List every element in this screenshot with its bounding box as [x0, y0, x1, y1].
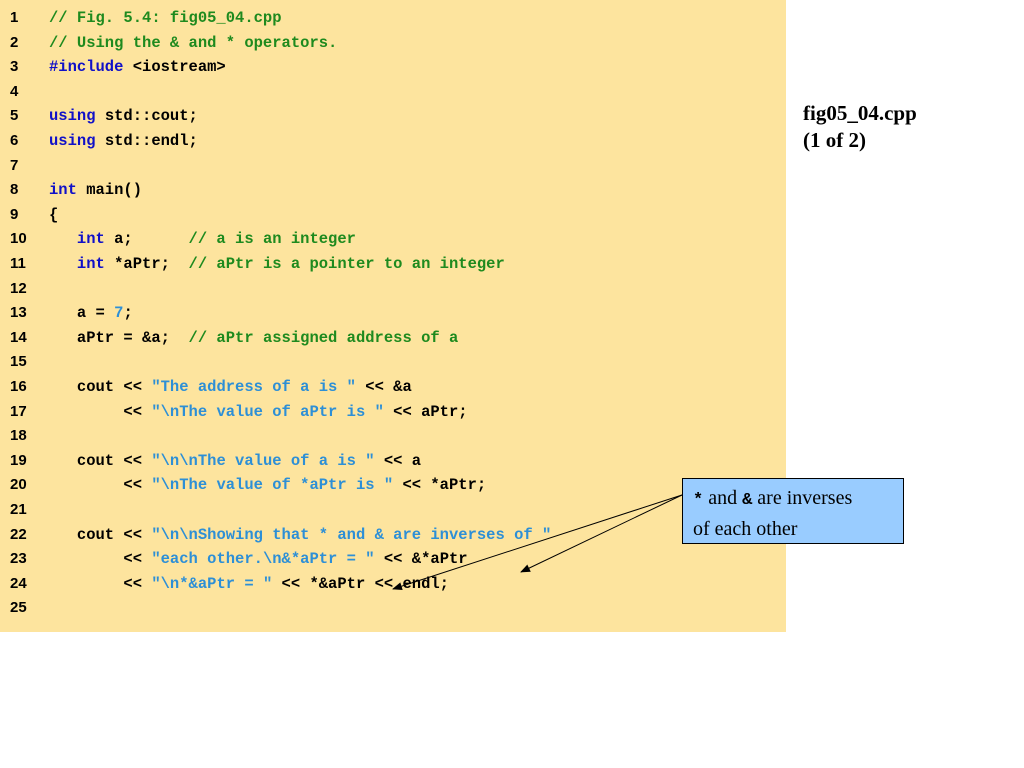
- line-number: 7: [10, 156, 19, 174]
- code-token: cout <<: [49, 451, 152, 470]
- line-number: 6: [10, 132, 19, 149]
- code-token: using: [49, 132, 96, 150]
- file-title: fig05_04.cpp (1 of 2): [803, 100, 917, 154]
- code-text: cout << "The address of a is " << &a: [49, 375, 412, 399]
- code-token: // aPtr assigned address of a: [188, 328, 459, 347]
- code-text: cout << "\n\nThe value of a is " << a: [49, 449, 421, 473]
- code-text: a = 7;: [49, 301, 133, 325]
- callout-operator-ampersand: &: [742, 491, 753, 510]
- code-token: std::endl;: [95, 132, 198, 150]
- code-token: "each other.\n&*aPtr = ": [151, 550, 375, 569]
- file-name: fig05_04.cpp: [803, 101, 917, 125]
- code-text: cout << "\n\nShowing that * and & are in…: [49, 523, 551, 547]
- code-text: int *aPtr; // aPtr is a pointer to an in…: [49, 252, 505, 276]
- code-text: << "\nThe value of *aPtr is " << *aPtr;: [49, 473, 486, 497]
- code-token: "\nThe value of *aPtr is ": [151, 476, 394, 495]
- code-text: {: [49, 203, 58, 227]
- line-number: 4: [10, 82, 19, 100]
- line-number: 11: [10, 255, 26, 272]
- code-text: aPtr = &a; // aPtr assigned address of a: [49, 326, 458, 350]
- code-text: using std::cout;: [49, 104, 198, 128]
- code-token: #include: [49, 58, 124, 77]
- code-token: <<: [49, 402, 152, 421]
- code-text: // Using the & and * operators.: [49, 31, 337, 55]
- code-token: int: [76, 230, 105, 249]
- code-token: "The address of a is ": [151, 378, 356, 396]
- line-number: 22: [10, 525, 27, 543]
- line-number: 21: [10, 501, 27, 518]
- page-indicator: (1 of 2): [803, 128, 866, 152]
- code-token: // Fig. 5.4: fig05_04.cpp: [49, 9, 282, 27]
- code-token: cout <<: [49, 378, 152, 396]
- code-token: aPtr = &a;: [49, 328, 189, 347]
- code-token: [49, 230, 77, 248]
- code-token: <<: [49, 574, 152, 593]
- line-number: 17: [10, 402, 27, 420]
- code-token: << &*aPtr: [374, 550, 468, 569]
- code-token: cout <<: [49, 525, 152, 544]
- line-number: 23: [10, 550, 27, 568]
- line-number: 18: [10, 427, 27, 445]
- line-number: 25: [10, 599, 27, 617]
- code-token: <<: [49, 476, 152, 495]
- code-token: std::cout;: [95, 107, 198, 126]
- code-token: using: [49, 107, 96, 126]
- line-number: 24: [10, 574, 27, 592]
- code-listing-panel: 1 // Fig. 5.4: fig05_04.cpp 2 // Using the …: [0, 0, 786, 632]
- code-token: ;: [123, 304, 133, 323]
- line-number: 1: [10, 9, 19, 26]
- code-token: a;: [104, 230, 189, 249]
- code-token: << a: [374, 451, 422, 470]
- line-number: 20: [10, 476, 27, 494]
- line-number: 13: [10, 304, 27, 322]
- code-token: "\n\nThe value of a is ": [151, 451, 375, 470]
- code-token: 7: [114, 304, 124, 323]
- line-number: 15: [10, 353, 27, 371]
- line-number: 10: [10, 230, 27, 248]
- line-number: 5: [10, 107, 19, 125]
- code-token: {: [49, 205, 59, 224]
- code-text: using std::endl;: [49, 129, 198, 153]
- line-number: 2: [10, 33, 19, 51]
- code-token: main(): [76, 181, 143, 200]
- line-number: 8: [10, 181, 19, 199]
- code-text: #include <iostream>: [49, 55, 226, 79]
- code-token: <iostream>: [123, 58, 226, 77]
- code-token: // Using the & and * operators.: [49, 33, 338, 52]
- code-text: << "\n*&aPtr = " << *&aPtr << endl;: [49, 572, 449, 596]
- code-token: << aPtr;: [383, 402, 468, 421]
- line-number: 12: [10, 279, 27, 297]
- code-token: a =: [49, 304, 115, 323]
- line-number: 16: [10, 378, 27, 395]
- line-number: 9: [10, 205, 19, 223]
- code-token: << *&aPtr << endl;: [272, 574, 449, 593]
- code-token: // aPtr is a pointer to an integer: [188, 255, 505, 273]
- code-token: "\n*&aPtr = ": [151, 574, 273, 593]
- code-token: int: [76, 255, 105, 273]
- code-token: [49, 255, 77, 273]
- code-token: "\n\nShowing that * and & are inverses o…: [151, 525, 552, 544]
- code-token: <<: [49, 550, 152, 569]
- code-token: int: [49, 181, 77, 200]
- line-number: 3: [10, 58, 19, 76]
- code-token: // a is an integer: [188, 230, 356, 249]
- code-text: << "\nThe value of aPtr is " << aPtr;: [49, 400, 468, 424]
- code-token: *aPtr;: [104, 255, 189, 273]
- callout-operator-star: *: [693, 491, 704, 510]
- code-token: << &a: [355, 378, 412, 396]
- code-text: int a; // a is an integer: [49, 227, 356, 251]
- code-text: int main(): [49, 178, 142, 202]
- code-text: // Fig. 5.4: fig05_04.cpp: [49, 6, 282, 30]
- code-token: "\nThe value of aPtr is ": [151, 402, 384, 421]
- code-text: << "each other.\n&*aPtr = " << &*aPtr: [49, 547, 468, 571]
- callout-text-rest2: of each other: [693, 518, 798, 540]
- callout-note: * and & are inverses of each other: [682, 478, 904, 544]
- line-number: 19: [10, 451, 27, 469]
- callout-text-rest1: are inverses: [752, 487, 853, 509]
- code-token: << *aPtr;: [393, 476, 487, 495]
- callout-text-and: and: [703, 487, 743, 509]
- line-number: 14: [10, 328, 27, 346]
